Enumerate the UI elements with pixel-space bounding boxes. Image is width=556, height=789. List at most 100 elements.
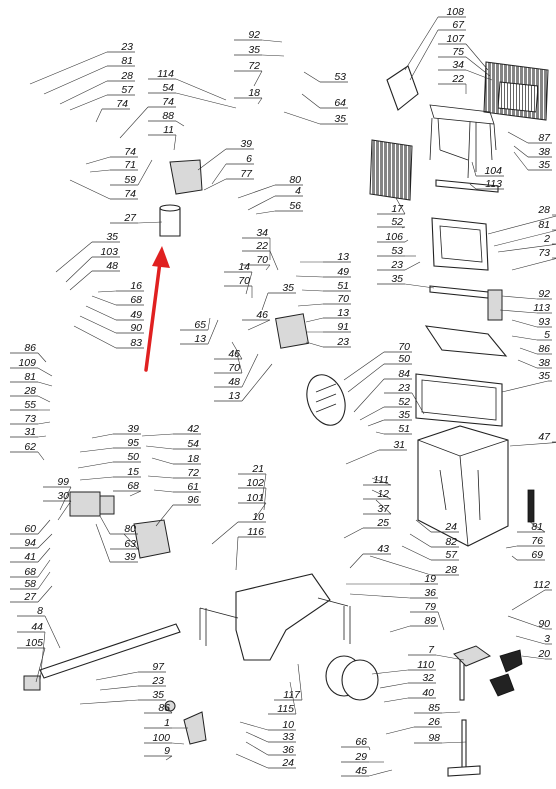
callout-5: 5 bbox=[511, 329, 552, 341]
callout-leader bbox=[245, 271, 253, 295]
callout-number: 11 bbox=[163, 124, 174, 136]
callout-63: 63 bbox=[110, 533, 139, 550]
callout-38: 38 bbox=[513, 145, 552, 158]
callout-13: 13 bbox=[305, 307, 351, 323]
callout-leader bbox=[211, 521, 239, 545]
callout-number: 74 bbox=[124, 146, 136, 158]
callout-number: 65 bbox=[194, 319, 206, 331]
callout-67: 67 bbox=[409, 19, 466, 81]
callout-leader bbox=[283, 111, 321, 125]
callout-number: 18 bbox=[248, 87, 260, 99]
callout-number: 73 bbox=[538, 247, 550, 259]
callout-number: 52 bbox=[398, 396, 410, 408]
top-grille-inner-part bbox=[497, 81, 539, 113]
callout-number: 39 bbox=[240, 138, 252, 150]
callout-number: 69 bbox=[531, 549, 543, 561]
callout-31: 31 bbox=[10, 426, 47, 438]
callout-48: 48 bbox=[69, 260, 120, 291]
callout-74: 74 bbox=[119, 96, 176, 139]
callout-leader bbox=[37, 547, 51, 563]
callout-number: 113 bbox=[485, 178, 502, 190]
callout-leader bbox=[37, 395, 51, 403]
callout-46: 46 bbox=[242, 309, 271, 331]
callout-number: 99 bbox=[57, 476, 69, 488]
callout-number: 87 bbox=[538, 132, 551, 144]
callout-number: 33 bbox=[282, 731, 294, 743]
callout-leader bbox=[369, 555, 432, 576]
callout-113: 113 bbox=[499, 302, 552, 314]
callout-leader bbox=[511, 589, 546, 611]
callout-15: 15 bbox=[79, 466, 141, 481]
callout-number: 89 bbox=[424, 615, 436, 627]
callout-leader bbox=[37, 451, 45, 461]
callout-leader bbox=[37, 533, 53, 549]
callout-number: 105 bbox=[25, 637, 43, 649]
callout-leader bbox=[297, 663, 303, 701]
callout-leader bbox=[513, 151, 529, 171]
callouts-layer: 1086710775342287383510411392355372641835… bbox=[10, 6, 556, 777]
callout-83: 83 bbox=[73, 325, 144, 349]
callout-number: 74 bbox=[116, 98, 128, 110]
callout-leader bbox=[295, 275, 324, 278]
callout-35: 35 bbox=[501, 370, 552, 393]
callout-number: 24 bbox=[281, 757, 294, 769]
callout-number: 54 bbox=[162, 82, 174, 94]
callout-50: 50 bbox=[77, 451, 141, 469]
callout-number: 22 bbox=[451, 73, 464, 85]
callout-86: 86 bbox=[519, 343, 552, 355]
callout-36: 36 bbox=[245, 741, 296, 756]
callout-number: 23 bbox=[120, 41, 133, 53]
callout-number: 116 bbox=[247, 526, 264, 538]
callout-leader bbox=[44, 615, 61, 649]
callout-35: 35 bbox=[261, 282, 296, 311]
callout-32: 32 bbox=[379, 672, 436, 689]
callout-105: 105 bbox=[17, 637, 46, 683]
callout-leader bbox=[123, 533, 139, 550]
callout-leader bbox=[511, 335, 538, 341]
callout-13: 13 bbox=[214, 363, 273, 402]
callout-leader bbox=[265, 264, 271, 271]
callout-number: 8 bbox=[37, 605, 43, 617]
callout-number: 101 bbox=[246, 492, 264, 504]
callout-leader bbox=[415, 519, 432, 533]
callout-number: 55 bbox=[24, 399, 36, 411]
filter-top-part bbox=[159, 204, 181, 212]
callout-104: 104 bbox=[471, 161, 504, 177]
callout-35: 35 bbox=[513, 151, 552, 171]
callout-number: 22 bbox=[255, 240, 268, 252]
callout-leader bbox=[65, 256, 93, 283]
callout-112: 112 bbox=[511, 579, 552, 611]
callout-number: 16 bbox=[130, 280, 142, 292]
callout-24: 24 bbox=[415, 519, 459, 533]
callout-number: 17 bbox=[391, 203, 404, 215]
callout-99: 99 bbox=[43, 476, 72, 511]
callout-number: 38 bbox=[538, 357, 550, 369]
callout-84: 84 bbox=[353, 368, 412, 413]
callout-94: 94 bbox=[10, 533, 53, 549]
callout-18: 18 bbox=[234, 87, 263, 105]
hinge-part bbox=[453, 645, 492, 667]
side-plate-part bbox=[386, 65, 419, 111]
callout-70: 70 bbox=[343, 341, 412, 381]
callout-leader bbox=[261, 39, 283, 43]
callout-number: 58 bbox=[24, 578, 36, 590]
callout-23: 23 bbox=[305, 336, 351, 348]
callout-leader bbox=[437, 611, 445, 631]
callout-leader bbox=[269, 250, 279, 271]
callout-leader bbox=[511, 258, 556, 271]
callout-47: 47 bbox=[509, 431, 556, 447]
callout-leader bbox=[389, 625, 411, 633]
callout-leader bbox=[505, 545, 518, 549]
callout-82: 82 bbox=[409, 533, 459, 548]
callout-number: 47 bbox=[538, 431, 551, 443]
callout-33: 33 bbox=[245, 731, 296, 743]
callout-86: 86 bbox=[144, 702, 173, 714]
callout-81: 81 bbox=[43, 55, 135, 95]
callout-35: 35 bbox=[367, 409, 412, 427]
callout-number: 53 bbox=[391, 245, 403, 257]
callout-68: 68 bbox=[113, 480, 142, 497]
callout-44: 44 bbox=[17, 621, 46, 683]
callout-91: 91 bbox=[306, 321, 351, 333]
callout-9: 9 bbox=[144, 745, 173, 761]
callout-leader bbox=[175, 120, 185, 127]
